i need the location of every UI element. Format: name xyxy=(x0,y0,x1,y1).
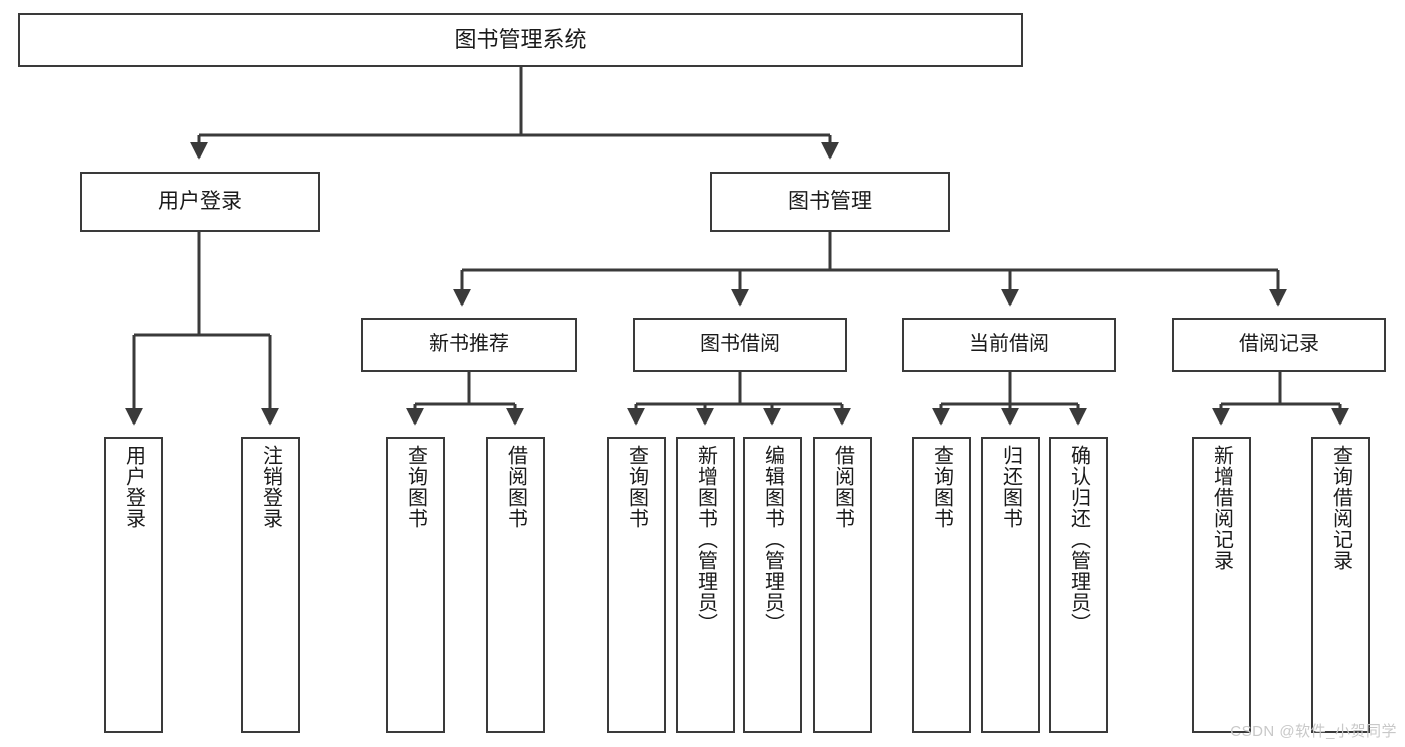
node-book-management[interactable]: 图书管理 xyxy=(710,172,950,232)
node-label: 新增图书（管理员） xyxy=(694,445,717,634)
node-label: 借阅图书 xyxy=(831,445,854,529)
leaf-confirm-return-admin[interactable]: 确认归还（管理员） xyxy=(1049,437,1108,733)
leaf-add-book-admin[interactable]: 新增图书（管理员） xyxy=(676,437,735,733)
node-new-book-recommend[interactable]: 新书推荐 xyxy=(361,318,577,372)
node-book-borrow[interactable]: 图书借阅 xyxy=(633,318,847,372)
leaf-query-book-recommend[interactable]: 查询图书 xyxy=(386,437,445,733)
node-label: 注销登录 xyxy=(259,445,282,529)
leaf-query-book-borrow[interactable]: 查询图书 xyxy=(607,437,666,733)
leaf-borrow-book[interactable]: 借阅图书 xyxy=(813,437,872,733)
leaf-edit-book-admin[interactable]: 编辑图书（管理员） xyxy=(743,437,802,733)
node-label: 查询图书 xyxy=(930,445,953,529)
leaf-add-borrow-record[interactable]: 新增借阅记录 xyxy=(1192,437,1251,733)
node-label: 新书推荐 xyxy=(429,333,509,356)
watermark-text: CSDN @软件_小贺同学 xyxy=(1230,723,1397,740)
node-label: 编辑图书（管理员） xyxy=(761,445,784,634)
node-label: 图书管理系统 xyxy=(454,27,587,53)
node-label: 借阅图书 xyxy=(504,445,527,529)
node-book-management-system[interactable]: 图书管理系统 xyxy=(18,13,1023,67)
node-current-borrow[interactable]: 当前借阅 xyxy=(902,318,1116,372)
node-label: 借阅记录 xyxy=(1239,333,1319,356)
node-label: 图书借阅 xyxy=(700,333,780,356)
node-label: 确认归还（管理员） xyxy=(1067,445,1090,634)
node-label: 图书管理 xyxy=(788,189,872,213)
node-label: 用户登录 xyxy=(122,445,145,529)
node-label: 查询图书 xyxy=(625,445,648,529)
node-label: 归还图书 xyxy=(999,445,1022,529)
node-borrow-record[interactable]: 借阅记录 xyxy=(1172,318,1386,372)
leaf-logout-login[interactable]: 注销登录 xyxy=(241,437,300,733)
node-label: 用户登录 xyxy=(158,189,242,213)
node-label: 新增借阅记录 xyxy=(1210,445,1233,571)
node-label: 当前借阅 xyxy=(969,333,1049,356)
node-user-login[interactable]: 用户登录 xyxy=(80,172,320,232)
leaf-borrow-book-recommend[interactable]: 借阅图书 xyxy=(486,437,545,733)
leaf-return-book[interactable]: 归还图书 xyxy=(981,437,1040,733)
node-label: 查询借阅记录 xyxy=(1329,445,1352,571)
leaf-query-book-current[interactable]: 查询图书 xyxy=(912,437,971,733)
node-label: 查询图书 xyxy=(404,445,427,529)
leaf-query-borrow-record[interactable]: 查询借阅记录 xyxy=(1311,437,1370,733)
leaf-user-login[interactable]: 用户登录 xyxy=(104,437,163,733)
